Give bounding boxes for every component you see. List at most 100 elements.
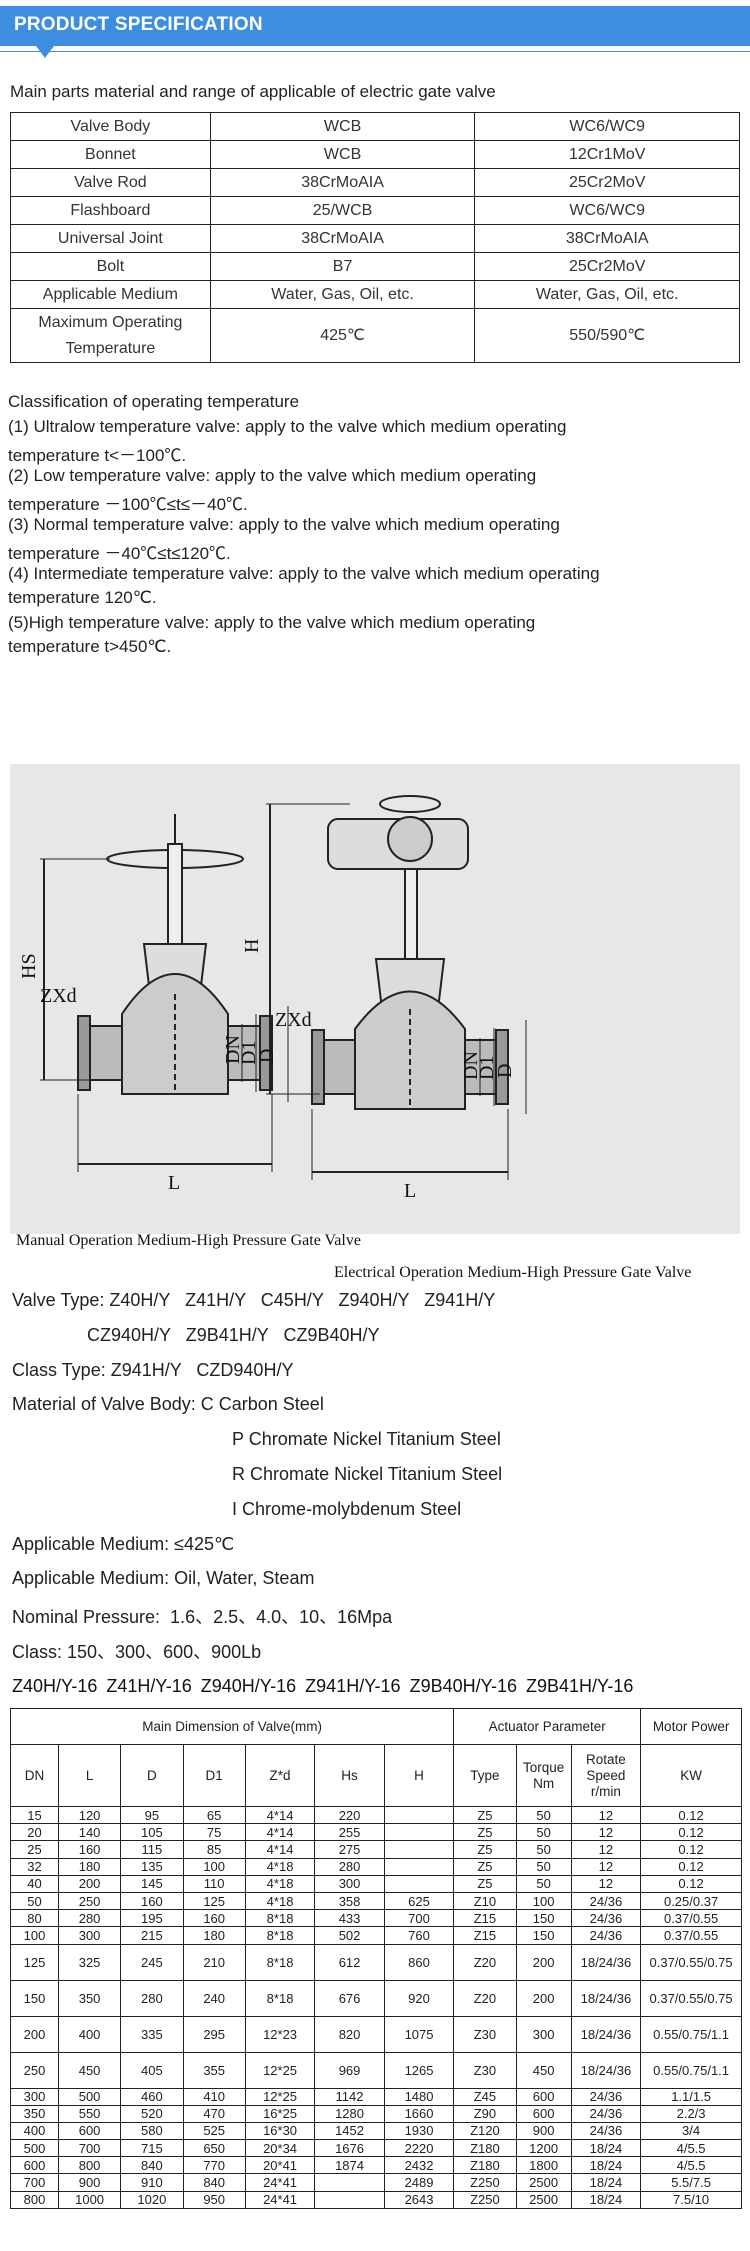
table-cell: Z90 [453, 2104, 517, 2123]
table-cell: 700 [10, 2173, 59, 2192]
caption-electric-valve: Electrical Operation Medium-High Pressur… [334, 1264, 692, 1281]
valve-diagram: HS ZXd DN D1 D L H ZXd DN D1 D L [10, 764, 740, 1234]
table-cell: 2220 [383, 2139, 455, 2158]
label-hs: HS [18, 953, 40, 979]
table-cell: 1800 [515, 2156, 572, 2175]
table-cell: 2500 [515, 2173, 572, 2192]
table-cell: 250 [10, 2051, 59, 2089]
label-dn-right: DN [460, 1051, 482, 1080]
table-cell: 135 [120, 1857, 184, 1876]
table-cell: 500 [57, 2087, 122, 2106]
table-cell: 1452 [314, 2121, 385, 2141]
table-cell: 450 [57, 2051, 122, 2089]
table-cell: 160 [57, 1840, 122, 1859]
table-cell: 0.37/0.55/0.75 [640, 1943, 742, 1981]
column-header: KW [640, 1744, 742, 1807]
material-value: B7 [209, 252, 476, 281]
table-cell: 2432 [383, 2156, 455, 2175]
table-cell: 1200 [515, 2139, 572, 2158]
table-cell: 240 [182, 1979, 246, 2017]
table-cell: 210 [182, 1943, 246, 1981]
table-cell: 4/5.5 [640, 2156, 742, 2175]
table-cell: 433 [314, 1909, 385, 1928]
material-value: WCB [209, 140, 476, 169]
table-cell: 280 [120, 1979, 184, 2017]
table-cell: Z5 [453, 1805, 517, 1825]
table-cell: 525 [182, 2121, 246, 2141]
table-cell: 12*25 [244, 2051, 316, 2089]
table-cell: 150 [515, 1926, 572, 1945]
table-cell: 325 [57, 1943, 122, 1981]
table-cell: 700 [57, 2139, 122, 2158]
table-cell: 600 [57, 2121, 122, 2141]
material-value: 38CrMoAIA [209, 224, 476, 253]
table-cell: 460 [120, 2087, 184, 2106]
valve-drawing: HS ZXd DN D1 D L H ZXd DN D1 D L [18, 795, 527, 1202]
table-cell: 1874 [314, 2156, 385, 2175]
table-cell: 910 [120, 2173, 184, 2192]
table-cell: 16*30 [244, 2121, 316, 2141]
classification-line: (4) Intermediate temperature valve: appl… [8, 563, 600, 583]
table-cell: 12 [570, 1857, 642, 1876]
table-cell: 110 [182, 1874, 246, 1893]
table-cell: 125 [10, 1943, 59, 1981]
material-value: WC6/WC9 [474, 196, 740, 225]
table-cell: 1000 [57, 2190, 122, 2209]
table-cell: 300 [515, 2015, 572, 2053]
spec-line: Valve Type: Z40H/Y Z41H/Y C45H/Y Z940H/Y… [12, 1290, 496, 1310]
intro-text: Main parts material and range of applica… [10, 82, 496, 101]
table-cell: 0.12 [640, 1840, 742, 1859]
table-cell: 120 [57, 1805, 122, 1825]
table-cell: 350 [57, 1979, 122, 2017]
table-cell: 840 [120, 2156, 184, 2175]
classification-line: temperature －40℃≤t≤120℃. [8, 544, 231, 563]
table-cell: 95 [120, 1805, 184, 1825]
material-part: Universal Joint [10, 224, 211, 253]
table-cell: 4*14 [244, 1805, 316, 1825]
header-pointer [36, 46, 54, 58]
table-cell: 410 [182, 2087, 246, 2106]
table-cell: 24*41 [244, 2190, 316, 2209]
column-header: D1 [182, 1744, 246, 1807]
column-header: Z*d [244, 1744, 316, 1807]
material-value: WC6/WC9 [474, 112, 740, 141]
table-cell: 24/36 [570, 2087, 642, 2106]
table-cell: 200 [515, 1943, 572, 1981]
classification-line: (3) Normal temperature valve: apply to t… [8, 514, 560, 534]
material-part: Valve Rod [10, 168, 211, 197]
table-cell: 4*14 [244, 1840, 316, 1859]
table-cell: 0.12 [640, 1857, 742, 1876]
table-cell: 16*25 [244, 2104, 316, 2123]
group-header-row: Main Dimension of Valve(mm) Actuator Par… [9, 1708, 742, 1745]
label-dn-left: DN [222, 1035, 244, 1064]
table-cell: 200 [515, 1979, 572, 2017]
table-cell: 4*14 [244, 1823, 316, 1842]
table-cell: 0.12 [640, 1805, 742, 1825]
label-d-left: D [256, 1049, 278, 1063]
table-cell: 18/24 [570, 2173, 642, 2192]
table-cell: 969 [314, 2051, 385, 2089]
table-cell: 715 [120, 2139, 184, 2158]
group-header-actuator: Actuator Parameter [453, 1708, 642, 1745]
table-cell: 300 [314, 1874, 385, 1893]
table-cell: 820 [314, 2015, 385, 2053]
table-cell: 1280 [314, 2104, 385, 2123]
table-cell: 25 [10, 1840, 59, 1859]
table-cell: 280 [314, 1857, 385, 1876]
table-cell: 215 [120, 1926, 184, 1945]
table-cell: 75 [182, 1823, 246, 1842]
table-cell: 20*41 [244, 2156, 316, 2175]
table-cell: 700 [383, 1909, 455, 1928]
table-cell: 105 [120, 1823, 184, 1842]
classification-line: temperature －100℃≤t≤－40℃. [8, 495, 248, 514]
table-cell: 0.25/0.37 [640, 1891, 742, 1911]
table-cell: Z5 [453, 1874, 517, 1893]
table-cell: 0.37/0.55/0.75 [640, 1979, 742, 2017]
table-cell: Z20 [453, 1979, 517, 2017]
